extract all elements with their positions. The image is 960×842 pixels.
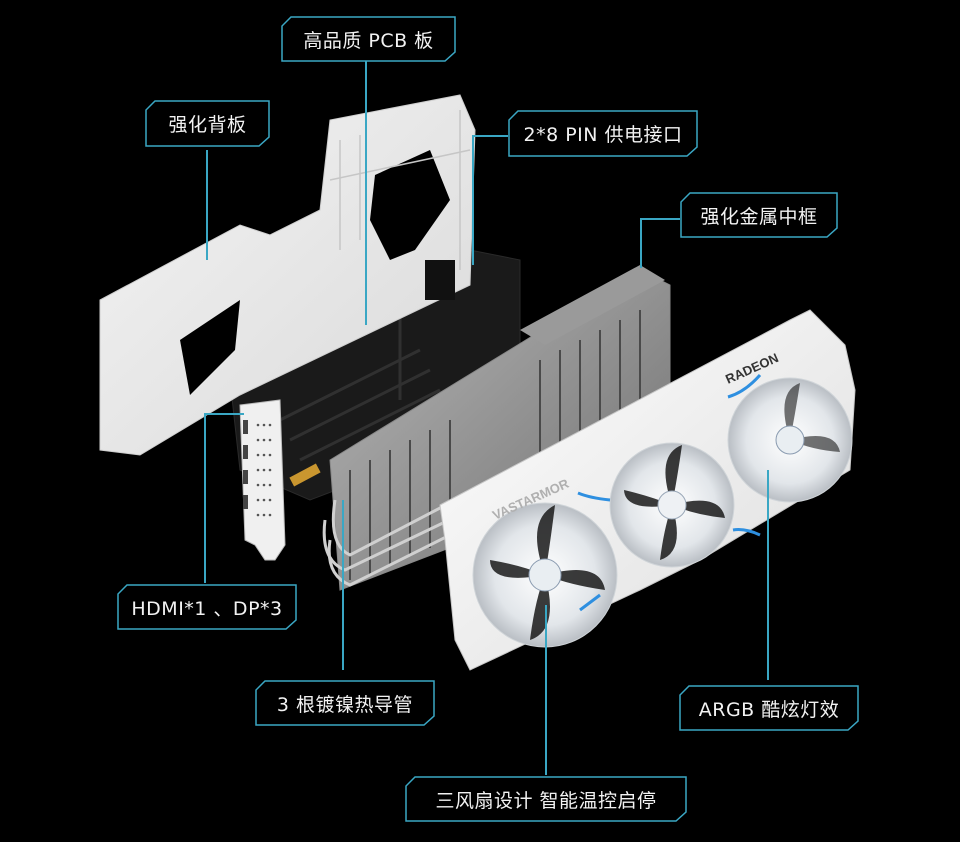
callout-frame: 强化金属中框 xyxy=(680,192,838,238)
callout-argb: ARGB 酷炫灯效 xyxy=(679,685,859,731)
line-argb xyxy=(767,470,769,680)
line-power-h xyxy=(472,135,508,137)
callout-fans-label: 三风扇设计 智能温控启停 xyxy=(435,789,657,812)
label-frame xyxy=(145,100,270,147)
callout-power-label: 2*8 PIN 供电接口 xyxy=(523,124,683,146)
line-frame-v xyxy=(640,218,642,268)
callout-pcb-label: 高品质 PCB 板 xyxy=(303,29,434,52)
callout-backplate-label: 强化背板 xyxy=(168,114,247,136)
line-power-v xyxy=(472,135,474,265)
io-bracket xyxy=(239,399,286,561)
line-io-v xyxy=(204,413,206,583)
heatpipes xyxy=(322,493,481,587)
line-frame-h xyxy=(640,218,680,220)
callout-backplate: 强化背板 xyxy=(145,100,270,147)
fan-right xyxy=(727,377,853,503)
callout-io: HDMI*1 、DP*3 xyxy=(117,584,297,630)
callout-io-label: HDMI*1 、DP*3 xyxy=(131,597,283,620)
line-fans xyxy=(545,605,547,775)
label-frame xyxy=(281,16,456,62)
fan-shroud: VASTARMOR RADEON xyxy=(439,309,856,671)
callout-heatpipes-label: 3 根镀镍热导管 xyxy=(276,693,414,716)
callout-argb-label: ARGB 酷炫灯效 xyxy=(698,698,840,721)
label-frame xyxy=(680,192,838,238)
power-connector xyxy=(425,260,455,300)
line-backplate xyxy=(206,150,208,260)
line-io-h xyxy=(204,413,244,415)
callout-fans: 三风扇设计 智能温控启停 xyxy=(405,776,687,822)
label-frame xyxy=(117,584,297,630)
argb-led-strips xyxy=(577,374,762,612)
line-heatpipes xyxy=(342,500,344,670)
callout-heatpipes: 3 根镀镍热导管 xyxy=(255,680,435,726)
heatsink-frame xyxy=(322,265,671,591)
callout-frame-label: 强化金属中框 xyxy=(700,205,818,228)
line-pcb xyxy=(365,60,367,325)
callout-pcb: 高品质 PCB 板 xyxy=(281,16,456,62)
backplate xyxy=(99,94,476,456)
label-frame xyxy=(255,680,435,726)
fan-center xyxy=(609,442,735,568)
label-frame xyxy=(679,685,859,731)
callout-power: 2*8 PIN 供电接口 xyxy=(508,110,698,157)
label-frame xyxy=(508,110,698,157)
label-frame xyxy=(405,776,687,822)
